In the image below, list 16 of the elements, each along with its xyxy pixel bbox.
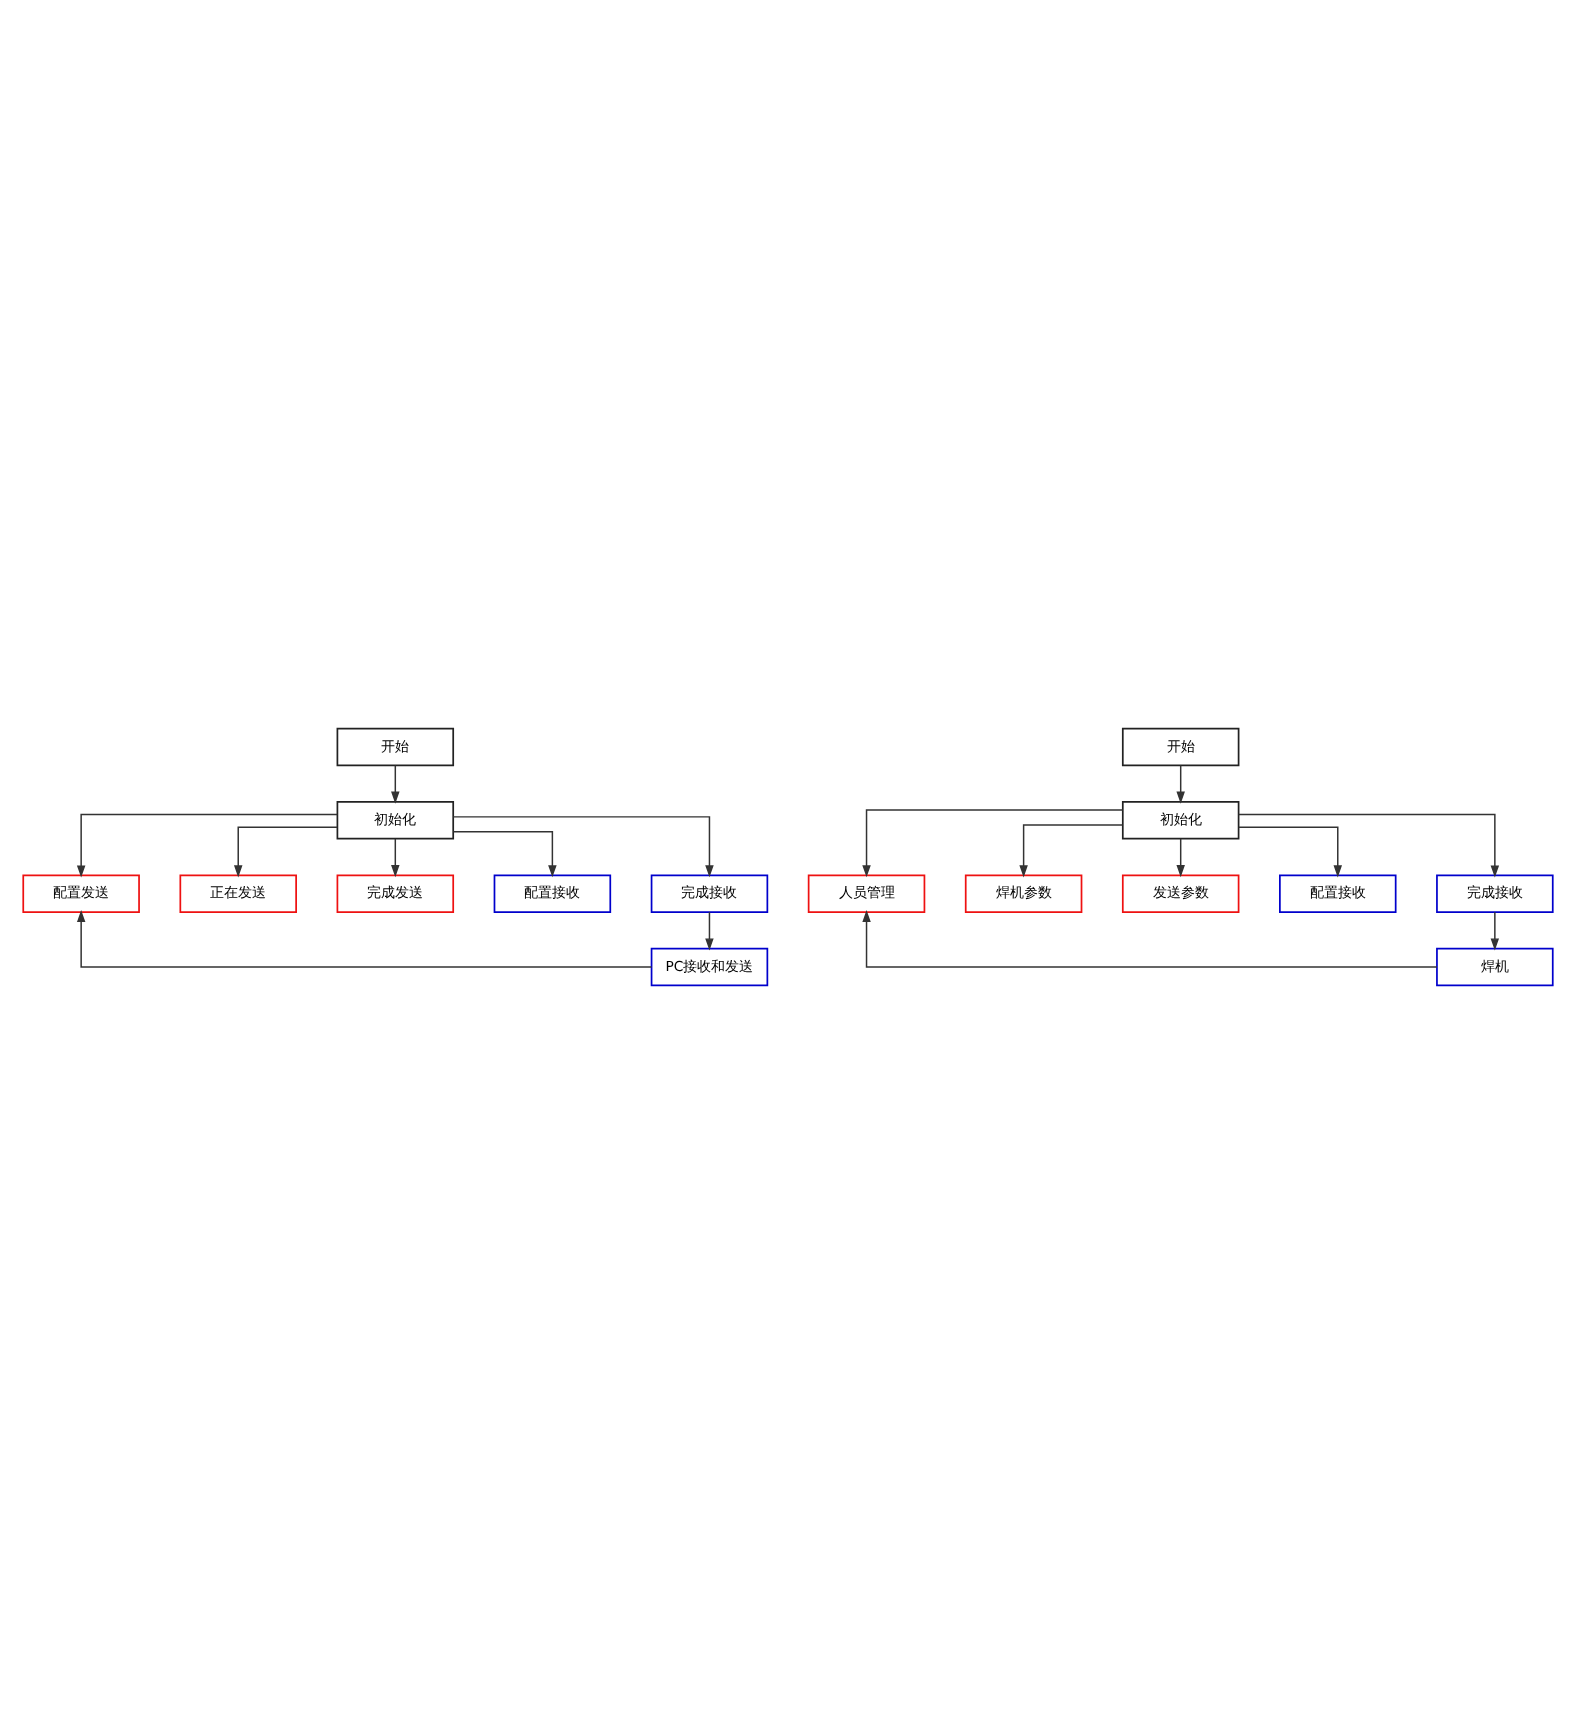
arrow <box>391 763 400 803</box>
arrow <box>452 815 714 877</box>
arrow <box>391 837 400 877</box>
arrow <box>76 812 339 877</box>
arrow <box>1237 812 1500 877</box>
arrow <box>1490 910 1500 950</box>
arrow <box>862 808 1124 877</box>
arrow <box>1176 837 1185 877</box>
arrow <box>452 830 557 877</box>
arrow <box>233 825 338 877</box>
arrow <box>862 908 1438 967</box>
arrow <box>1176 763 1185 803</box>
arrow <box>1238 825 1343 877</box>
arrow <box>76 908 653 967</box>
arrow <box>1019 823 1124 877</box>
arrow <box>705 910 714 950</box>
